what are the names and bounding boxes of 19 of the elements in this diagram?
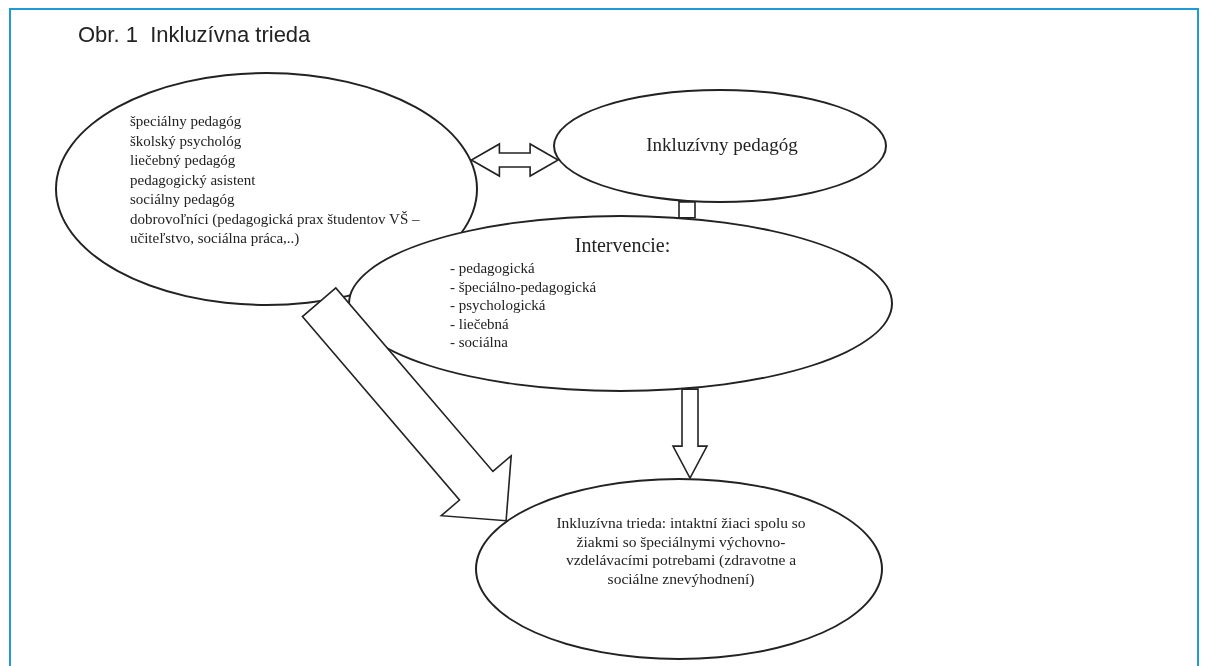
block-arrow [469,142,560,178]
node-text: dobrovoľníci (pedagogická prax študentov VŠ – učiteľstvo, sociálna práca,..) [130,209,421,248]
node-text: špeciálny pedagóg [130,112,243,131]
node-text: - liečebná [450,314,510,333]
node-heading: Inkluzívny pedagóg [645,133,799,157]
figure-title: Obr. 1 Inkluzívna trieda [78,22,311,48]
node-text: Inkluzívna trieda: intaktní žiaci spolu so žiakmi so špeciálnymi výchovno-vzdelávacími potrebami (zdravotne a sociálne znevýhodnení) [555,514,807,588]
block-arrow [671,388,709,480]
node-text: - pedagogická [450,259,536,278]
node-text: pedagogický asistent [130,170,257,190]
node-text: školský psychológ [130,131,243,151]
connector-bar [678,201,696,219]
node-text: sociálny pedagóg [130,190,236,209]
node-text: - špeciálno-pedagogická [450,277,598,296]
node-heading: Intervencie: [573,233,672,258]
node-text: - psychologická [450,296,547,315]
block-arrow [301,286,513,522]
node-text: liečebný pedagóg [130,151,237,170]
node-text: - sociálna [450,333,509,352]
